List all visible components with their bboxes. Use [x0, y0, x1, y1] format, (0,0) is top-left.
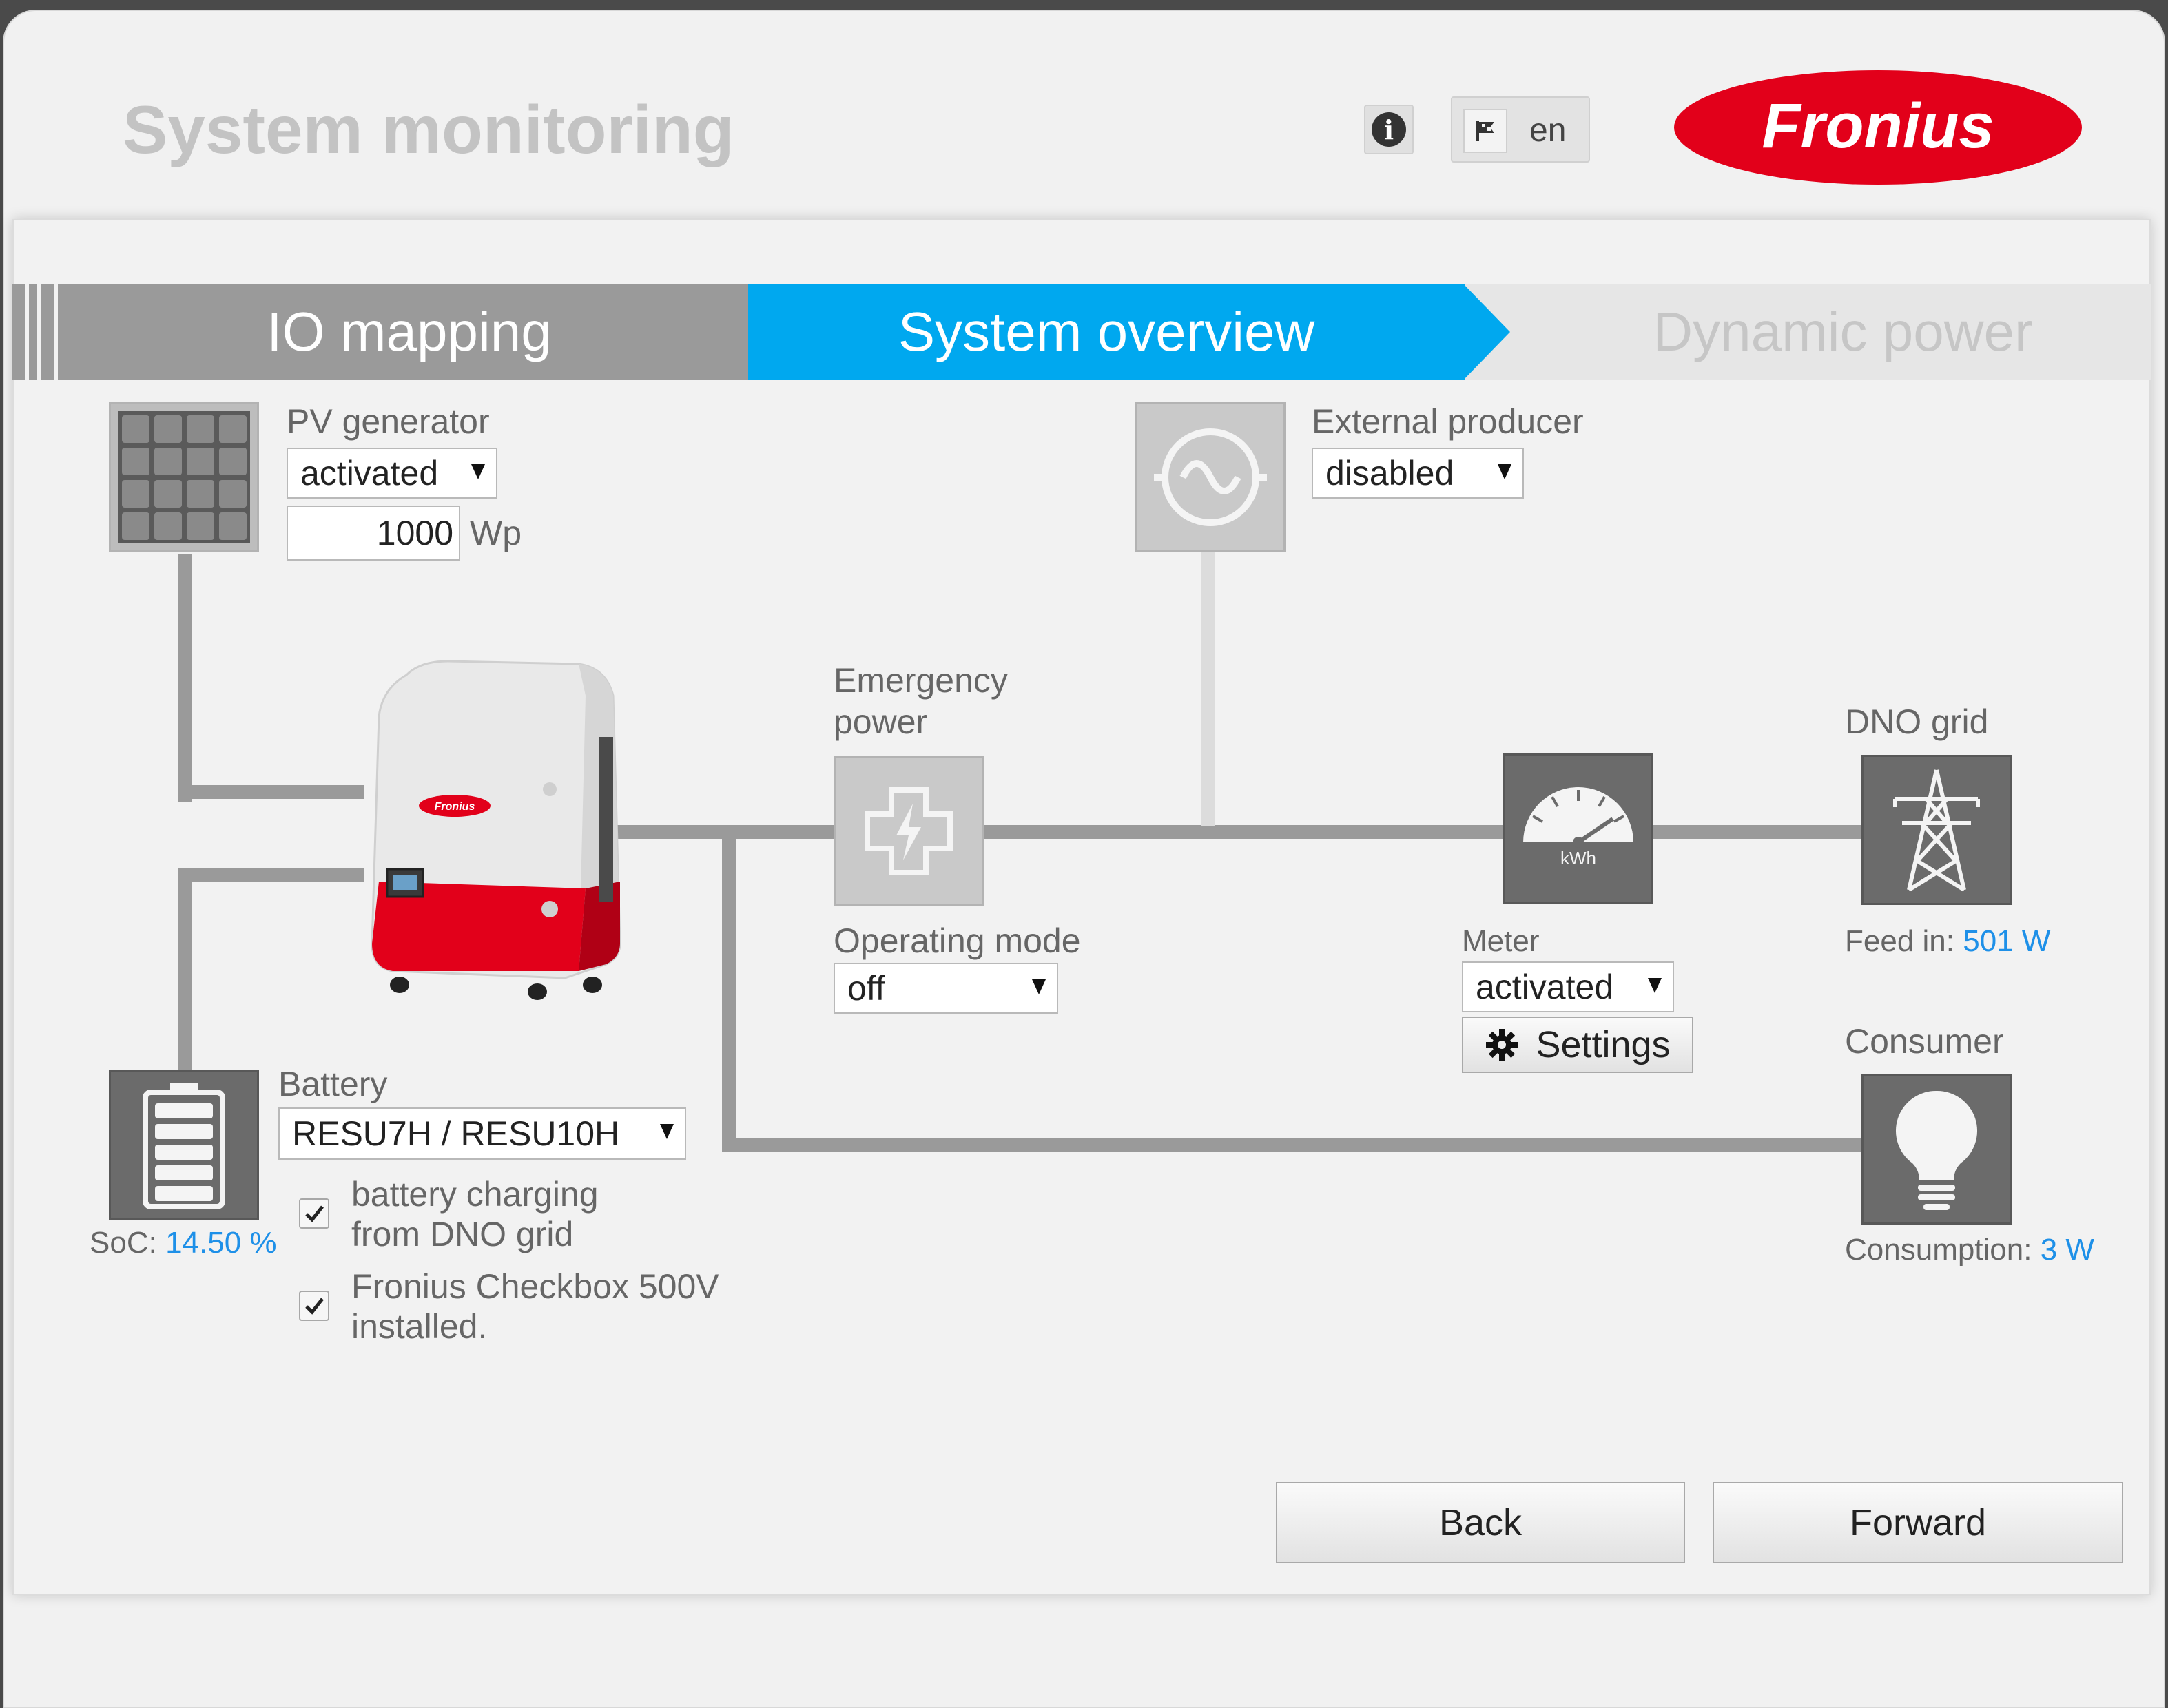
fronius-logo: Fronius: [1674, 70, 2082, 185]
feed-in-value: 501 W: [1963, 924, 2051, 958]
wizard-steps: IO mapping Dynamic power System overview: [12, 284, 2151, 380]
chevron-down-icon: [1648, 978, 1662, 993]
pv-connector: [178, 554, 192, 802]
soc-value: 14.50 %: [165, 1226, 277, 1260]
battery-charging-label-line2: from DNO grid: [351, 1215, 574, 1253]
external-producer-label: External producer: [1312, 402, 1584, 441]
battery-model-select[interactable]: RESU7H / RESU10H: [278, 1107, 686, 1160]
soc-row: SoC: 14.50 %: [90, 1226, 277, 1260]
gear-icon: [1486, 1029, 1518, 1061]
pv-generator-mode-value: activated: [300, 454, 439, 492]
battery-icon: [109, 1070, 259, 1220]
tab-system-overview[interactable]: System overview: [748, 284, 1465, 380]
operating-mode-select[interactable]: off: [834, 963, 1058, 1014]
consumer-connector: [722, 825, 736, 1150]
language-button[interactable]: en: [1451, 96, 1590, 163]
meter-label: Meter: [1462, 924, 1540, 958]
language-label: en: [1529, 112, 1567, 149]
info-button[interactable]: i: [1364, 105, 1414, 154]
chevron-down-icon: [471, 464, 485, 479]
consumer-connector: [722, 1138, 1866, 1152]
external-producer-mode-value: disabled: [1325, 454, 1454, 492]
main-bus-line: [606, 825, 1867, 839]
check-icon: [305, 1205, 324, 1222]
battery-model-value: RESU7H / RESU10H: [292, 1114, 620, 1153]
emergency-power-label-line2: power: [834, 702, 928, 741]
producer-connector: [1201, 551, 1215, 826]
external-producer-mode-select[interactable]: disabled: [1312, 448, 1524, 499]
pv-generator-label: PV generator: [287, 402, 490, 441]
kwh-meter-icon: kWh: [1503, 753, 1653, 904]
battery-charging-checkbox[interactable]: [299, 1198, 329, 1229]
feed-in-label: Feed in:: [1845, 924, 1954, 958]
meter-settings-label: Settings: [1536, 1024, 1671, 1065]
dno-grid-label: DNO grid: [1845, 702, 1989, 741]
ac-generator-icon: [1135, 402, 1286, 552]
feed-in-row: Feed in: 501 W: [1845, 924, 2050, 959]
solar-panel-icon: [109, 402, 259, 552]
back-button[interactable]: Back: [1276, 1482, 1685, 1563]
consumption-value: 3 W: [2040, 1233, 2094, 1267]
wizard-stripe: [41, 284, 54, 380]
checkbox-500v-label-line1: Fronius Checkbox 500V: [351, 1267, 719, 1306]
svg-text:Fronius: Fronius: [1762, 91, 1994, 161]
battery-label: Battery: [278, 1065, 388, 1103]
tab-io-mapping[interactable]: IO mapping: [58, 284, 761, 380]
battery-connector: [178, 868, 364, 882]
soc-label: SoC:: [90, 1226, 157, 1260]
svg-text:Fronius: Fronius: [435, 801, 475, 813]
wizard-arrow: [1463, 284, 1510, 380]
pv-connector: [178, 785, 364, 799]
emergency-power-icon: [834, 756, 984, 906]
checkbox-500v-label-line2: installed.: [351, 1307, 488, 1346]
pv-power-unit: Wp: [470, 514, 522, 552]
chevron-down-icon: [660, 1124, 674, 1139]
fronius-inverter-icon: Fronius: [371, 660, 621, 1000]
chevron-down-icon: [1032, 979, 1046, 994]
operating-mode-label: Operating mode: [834, 921, 1081, 960]
kwh-meter-label: kWh: [1560, 848, 1596, 868]
chevron-down-icon: [1498, 464, 1511, 479]
pv-generator-mode-select[interactable]: activated: [287, 448, 497, 499]
forward-button[interactable]: Forward: [1713, 1482, 2123, 1563]
meter-mode-value: activated: [1476, 968, 1614, 1006]
meter-settings-button[interactable]: Settings: [1462, 1017, 1693, 1073]
checkbox-500v-checkbox[interactable]: [299, 1291, 329, 1321]
consumer-label: Consumer: [1845, 1022, 2004, 1061]
power-pylon-icon: [1861, 755, 2012, 905]
battery-connector: [178, 868, 192, 1074]
emergency-power-label-line1: Emergency: [834, 661, 1008, 700]
operating-mode-value: off: [847, 969, 885, 1008]
flag-icon: [1463, 109, 1507, 153]
consumption-label: Consumption:: [1845, 1233, 2032, 1267]
battery-charging-label-line1: battery charging: [351, 1175, 599, 1214]
tab-dynamic-power[interactable]: Dynamic power: [1459, 284, 2151, 380]
wizard-stripe: [29, 284, 37, 380]
consumption-row: Consumption: 3 W: [1845, 1233, 2094, 1267]
pv-power-input[interactable]: 1000: [287, 506, 460, 561]
light-bulb-icon: [1861, 1074, 2012, 1225]
info-icon: i: [1372, 112, 1406, 147]
check-icon: [305, 1298, 324, 1315]
page-title: System monitoring: [123, 92, 734, 167]
wizard-stripe: [12, 284, 25, 380]
meter-mode-select[interactable]: activated: [1462, 961, 1674, 1012]
